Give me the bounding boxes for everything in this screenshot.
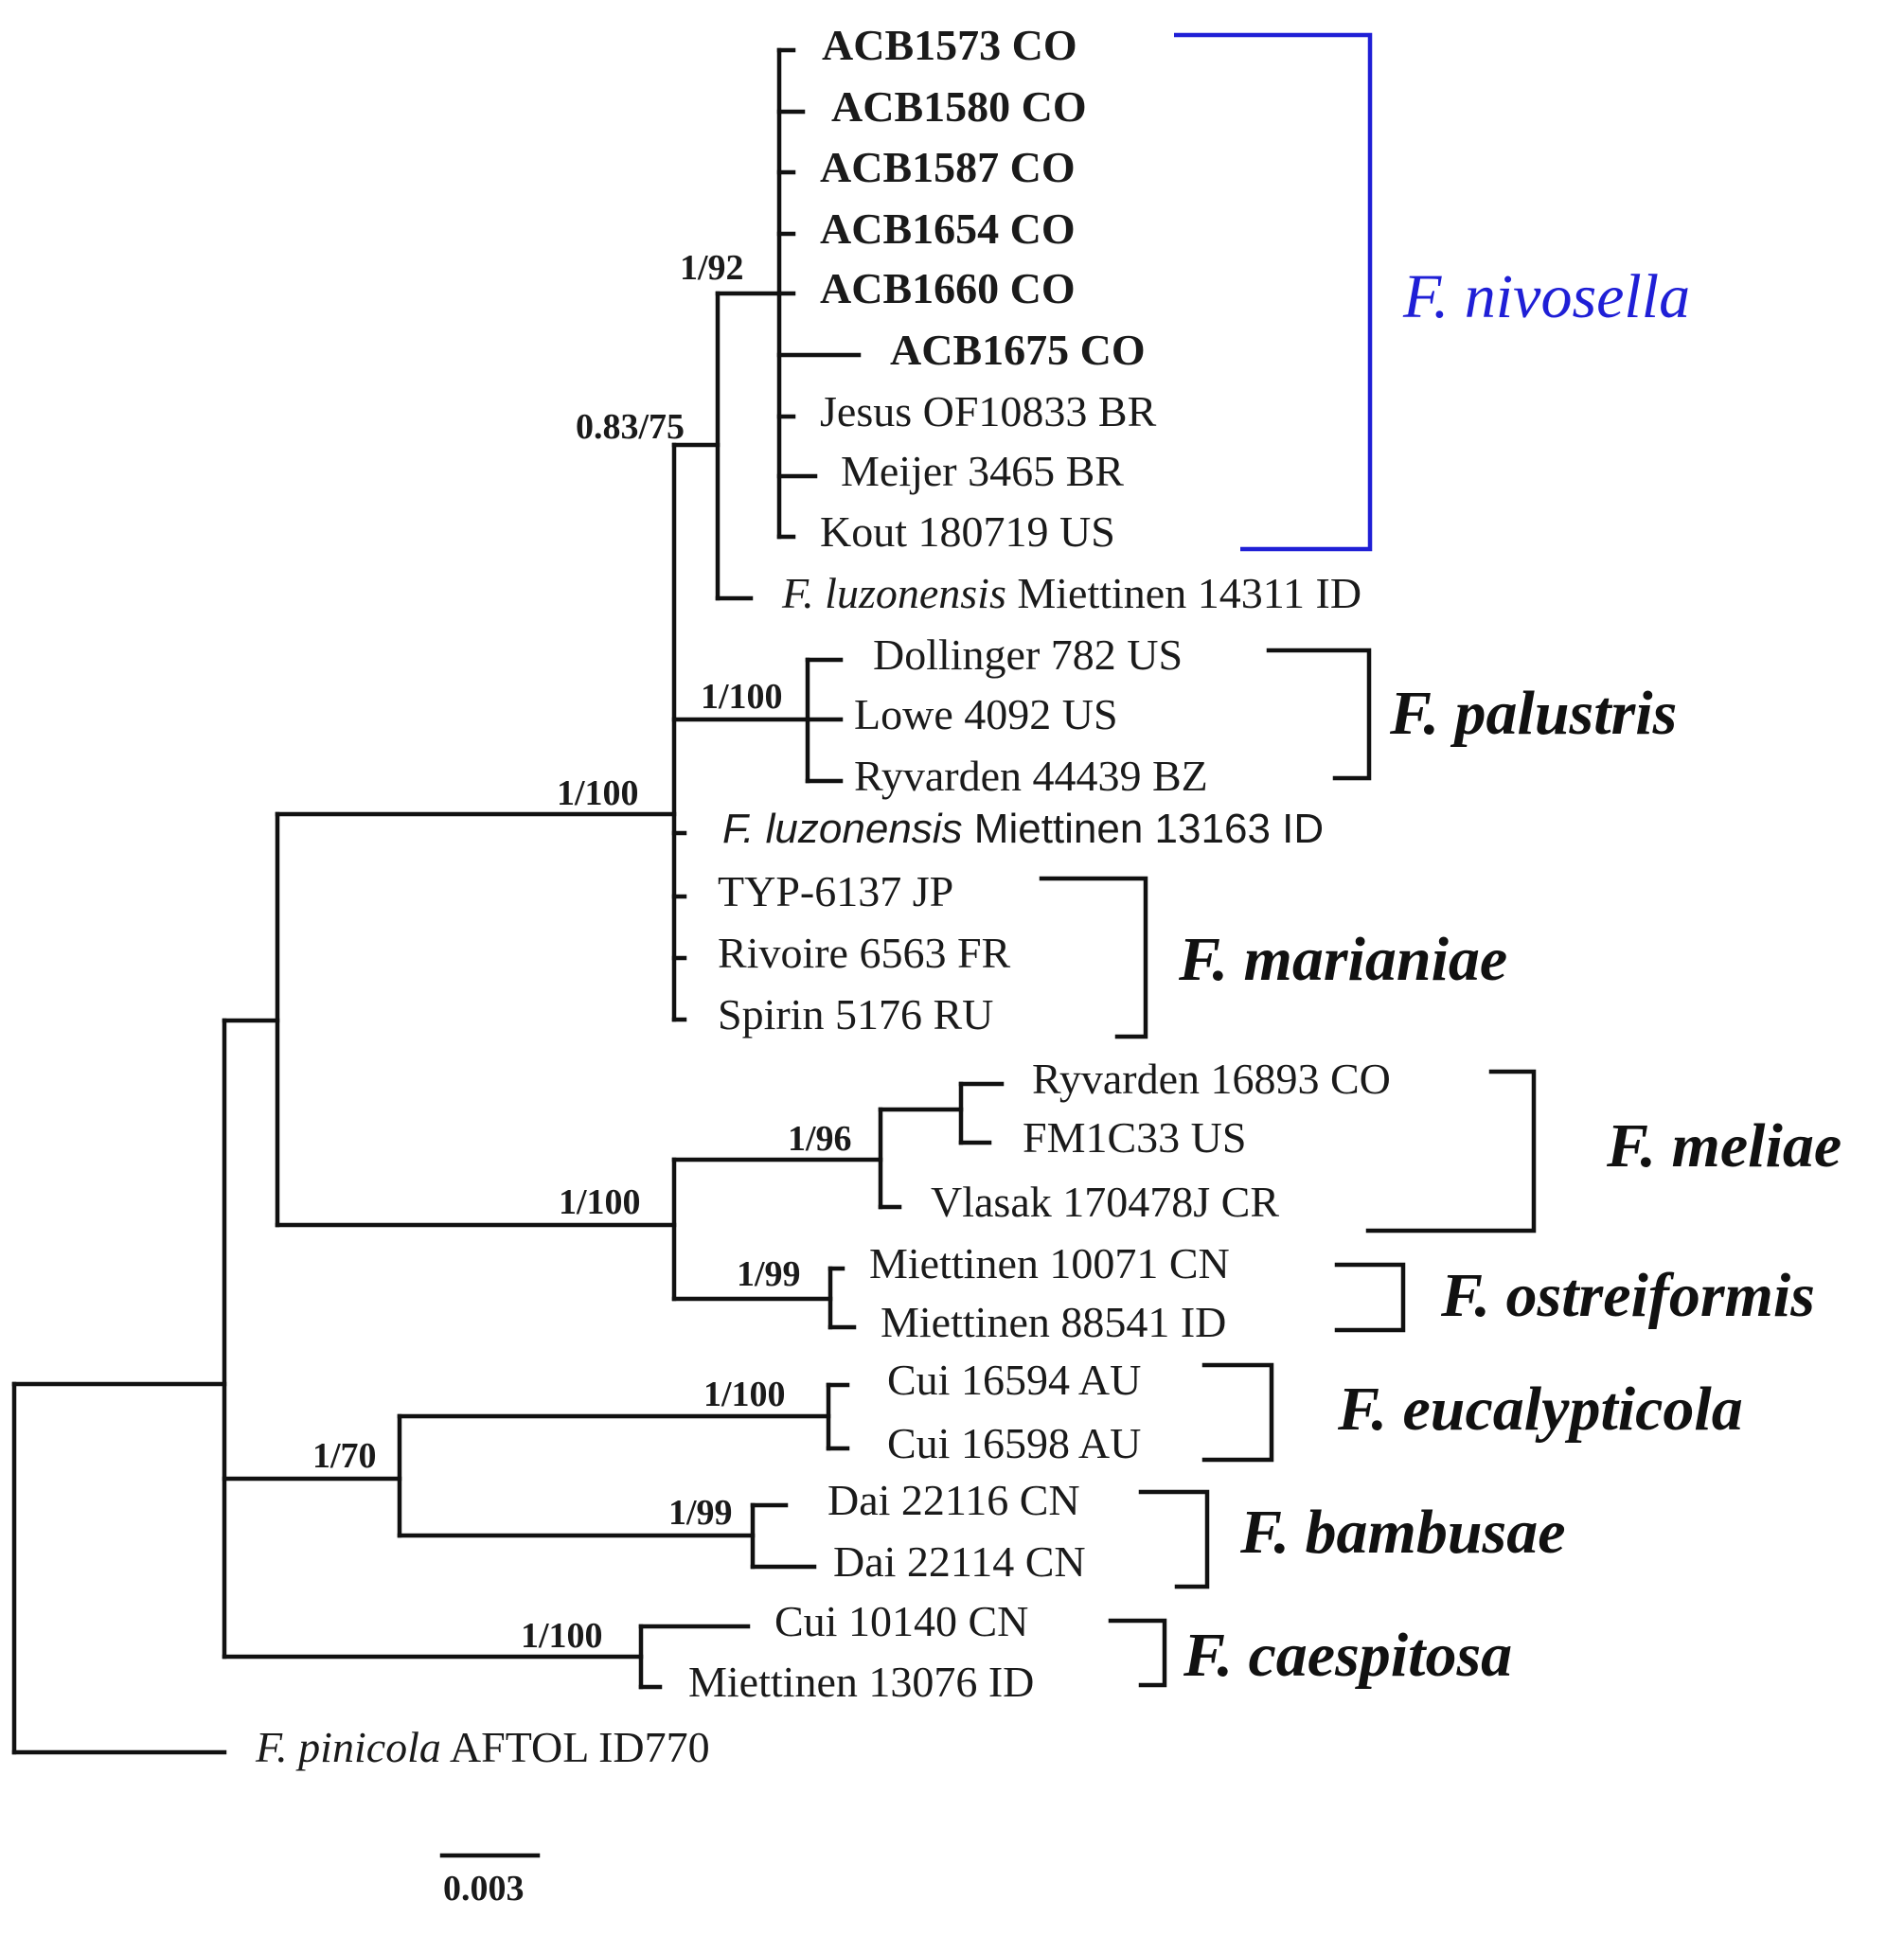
taxon-label: Spirin 5176 RU [718, 990, 993, 1039]
taxon-specimen: Miettinen 13163 ID [974, 806, 1324, 852]
taxon-label: TYP-6137 JP [718, 867, 953, 915]
support-value: 1/99 [668, 1493, 733, 1533]
taxon-label: F. pinicola AFTOL ID770 [255, 1723, 710, 1771]
bracket-palustris [1266, 648, 1372, 781]
taxon-label: F. luzonensis Miettinen 13163 ID [722, 806, 1324, 852]
taxon-label: Miettinen 13076 ID [688, 1658, 1034, 1706]
support-value: 1/100 [703, 1375, 786, 1414]
taxon-label: Jesus OF10833 BR [820, 387, 1157, 435]
support-value: 1/100 [701, 677, 783, 717]
taxon-species: F. pinicola [255, 1723, 441, 1771]
clade-names: F. nivosella F. palustris F. marianiae F… [1178, 262, 1842, 1690]
taxon-label: ACB1654 CO [820, 204, 1076, 253]
support-value: 1/100 [559, 1182, 641, 1222]
support-value: 1/96 [788, 1119, 852, 1159]
taxon-label: ACB1675 CO [890, 326, 1146, 374]
tree-branches [11, 47, 1005, 1755]
clade-name-palustris: F. palustris [1389, 679, 1677, 748]
taxon-label: Dai 22116 CN [827, 1476, 1080, 1524]
taxon-label: Rivoire 6563 FR [718, 929, 1011, 977]
taxon-species: F. luzonensis [781, 569, 1006, 617]
bracket-nivosella [1174, 32, 1373, 552]
bracket-marianiae [1039, 876, 1148, 1039]
taxon-label: ACB1660 CO [820, 264, 1076, 312]
support-values: 1/92 0.83/75 1/100 1/100 1/96 1/100 1/99… [312, 248, 852, 1656]
taxon-label: Miettinen 88541 ID [881, 1298, 1226, 1346]
clade-name-caespitosa: F. caespitosa [1183, 1621, 1512, 1690]
taxon-label: Ryvarden 44439 BZ [854, 752, 1208, 800]
clade-name-ostreiformis: F. ostreiformis [1440, 1261, 1815, 1330]
taxon-label: Cui 16598 AU [887, 1419, 1141, 1467]
bracket-eucalypticola [1201, 1362, 1274, 1463]
clade-name-meliae: F. meliae [1606, 1111, 1842, 1181]
support-value: 1/70 [312, 1436, 377, 1476]
support-value: 1/100 [521, 1616, 603, 1656]
taxon-label: Dollinger 782 US [873, 630, 1183, 679]
clade-brackets [1039, 32, 1537, 1688]
taxon-label: Dai 22114 CN [833, 1537, 1086, 1586]
taxon-label: Meijer 3465 BR [841, 447, 1124, 495]
taxon-label: ACB1573 CO [822, 21, 1077, 69]
taxon-label: ACB1587 CO [820, 143, 1076, 191]
clade-name-bambusae: F. bambusae [1239, 1498, 1566, 1567]
taxon-species: F. luzonensis [722, 806, 963, 852]
clade-name-eucalypticola: F. eucalypticola [1337, 1375, 1743, 1444]
taxon-label: Lowe 4092 US [854, 690, 1118, 738]
taxon-label: F. luzonensis Miettinen 14311 ID [781, 569, 1361, 617]
support-value: 1/100 [557, 773, 639, 813]
taxon-label: Vlasak 170478J CR [931, 1178, 1279, 1226]
taxon-label: Miettinen 10071 CN [869, 1239, 1230, 1287]
clade-name-nivosella: F. nivosella [1402, 262, 1690, 331]
bracket-bambusae [1138, 1489, 1210, 1589]
support-value: 0.83/75 [576, 407, 685, 447]
taxon-labels: ACB1573 CO ACB1580 CO ACB1587 CO ACB1654… [255, 21, 1391, 1771]
bracket-meliae [1365, 1069, 1537, 1234]
support-value: 1/92 [680, 248, 744, 288]
taxon-label: Cui 10140 CN [774, 1597, 1028, 1645]
scale-bar-label: 0.003 [443, 1869, 525, 1908]
bracket-caespitosa [1108, 1618, 1167, 1688]
taxon-label: Ryvarden 16893 CO [1032, 1055, 1391, 1103]
clade-name-marianiae: F. marianiae [1178, 925, 1507, 994]
scale-bar: 0.003 [439, 1853, 541, 1908]
taxon-specimen: AFTOL ID770 [450, 1723, 710, 1771]
taxon-specimen: Miettinen 14311 ID [1017, 569, 1361, 617]
taxon-label: Kout 180719 US [820, 507, 1115, 556]
support-value: 1/99 [737, 1254, 801, 1294]
bracket-ostreiformis [1334, 1262, 1406, 1333]
taxon-label: ACB1580 CO [831, 82, 1087, 131]
taxon-label: FM1C33 US [1023, 1113, 1246, 1162]
taxon-label: Cui 16594 AU [887, 1356, 1141, 1404]
